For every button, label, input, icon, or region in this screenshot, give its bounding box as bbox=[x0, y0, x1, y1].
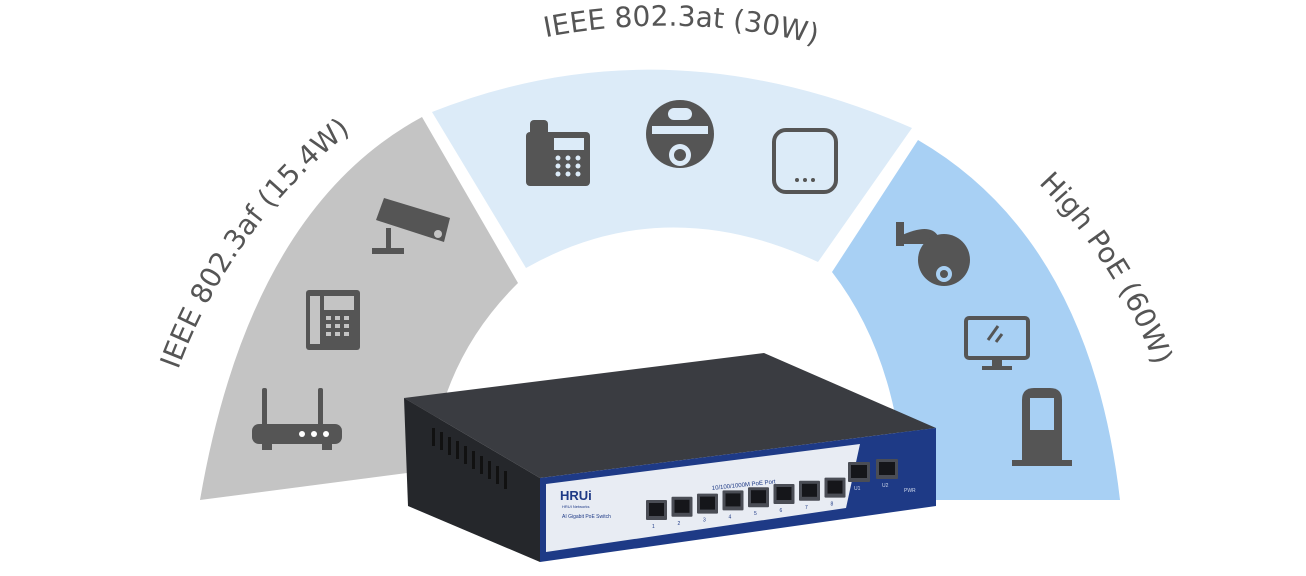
dome-camera-icon bbox=[646, 100, 714, 168]
uplink-port-U1: U1 bbox=[848, 462, 870, 492]
port-number-label: 8 bbox=[831, 502, 834, 508]
poe-port-7: 7 bbox=[799, 480, 820, 511]
poe-port-3: 3 bbox=[697, 493, 718, 524]
router-icon bbox=[252, 388, 342, 450]
uplink-port-row: U1 U2 bbox=[848, 459, 898, 492]
port-number-label: 2 bbox=[678, 521, 681, 527]
access-point-icon bbox=[772, 128, 838, 194]
poe-switch bbox=[404, 353, 936, 562]
conference-phone-icon bbox=[526, 120, 590, 186]
switch-side-panel bbox=[404, 398, 540, 562]
port-number-label: 3 bbox=[703, 518, 706, 524]
switch-top-cover bbox=[404, 353, 936, 478]
monitor-icon bbox=[964, 316, 1030, 370]
brand-logo: HRUi bbox=[560, 488, 592, 503]
uplink-port-U2: U2 bbox=[876, 459, 898, 489]
poe-port-5: 5 bbox=[748, 487, 769, 517]
segment-at-background bbox=[432, 69, 912, 269]
bullet-camera-icon bbox=[372, 198, 450, 254]
port-number-label: 4 bbox=[729, 514, 732, 520]
port-number-label: 6 bbox=[780, 508, 783, 514]
brand-subtitle: HRUI Networks bbox=[562, 504, 590, 509]
segment-at-label: IEEE 802.3at (30W) bbox=[541, 0, 823, 51]
poe-port-8: 8 bbox=[824, 477, 846, 508]
pwr-label: PWR bbox=[904, 488, 916, 494]
uplink-port-label: U2 bbox=[882, 483, 889, 489]
port-number-label: 1 bbox=[652, 524, 655, 530]
desk-phone-icon bbox=[306, 290, 360, 350]
side-vents bbox=[432, 428, 507, 489]
poe-port-4: 4 bbox=[722, 490, 744, 520]
poe-port-6: 6 bbox=[773, 484, 795, 514]
kiosk-icon bbox=[1012, 388, 1072, 466]
poe-port-2: 2 bbox=[671, 496, 693, 527]
model-label: AI Gigabit PoE Switch bbox=[562, 514, 611, 520]
poe-port-row: 1 2 3 4 5 6 7 8 bbox=[646, 477, 846, 530]
ptz-camera-icon bbox=[896, 222, 970, 286]
port-number-label: 5 bbox=[754, 511, 757, 517]
uplink-port-label: U1 bbox=[854, 486, 861, 492]
port-number-label: 7 bbox=[805, 505, 808, 511]
poe-port-1: 1 bbox=[646, 500, 667, 530]
